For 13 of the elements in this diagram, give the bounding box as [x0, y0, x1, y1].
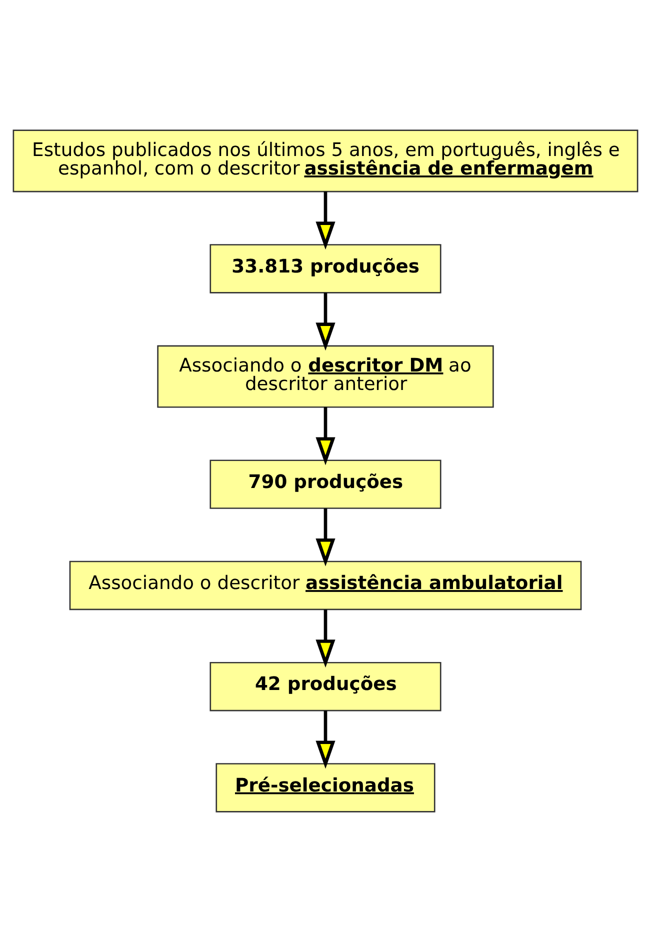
arrow	[316, 292, 336, 350]
arrow	[316, 406, 336, 465]
arrow	[316, 609, 336, 668]
node-box: 33.813 produções	[210, 244, 442, 293]
node-box: 790 produções	[210, 459, 442, 508]
node-box: Associando o descritor DM ao descritor anterior	[157, 344, 494, 408]
node-box: 42 produções	[210, 661, 442, 711]
arrow	[316, 508, 336, 566]
node-box: Associando o descritor assistência ambulatorial	[69, 560, 582, 610]
arrow	[316, 191, 336, 250]
arrow	[316, 710, 336, 768]
node-box: Estudos publicados nos últimos 5 anos, em português, inglês e espanhol, com o descritor assistência de enfermagem	[12, 129, 638, 192]
node-box: Pré-selecionadas	[216, 762, 436, 812]
